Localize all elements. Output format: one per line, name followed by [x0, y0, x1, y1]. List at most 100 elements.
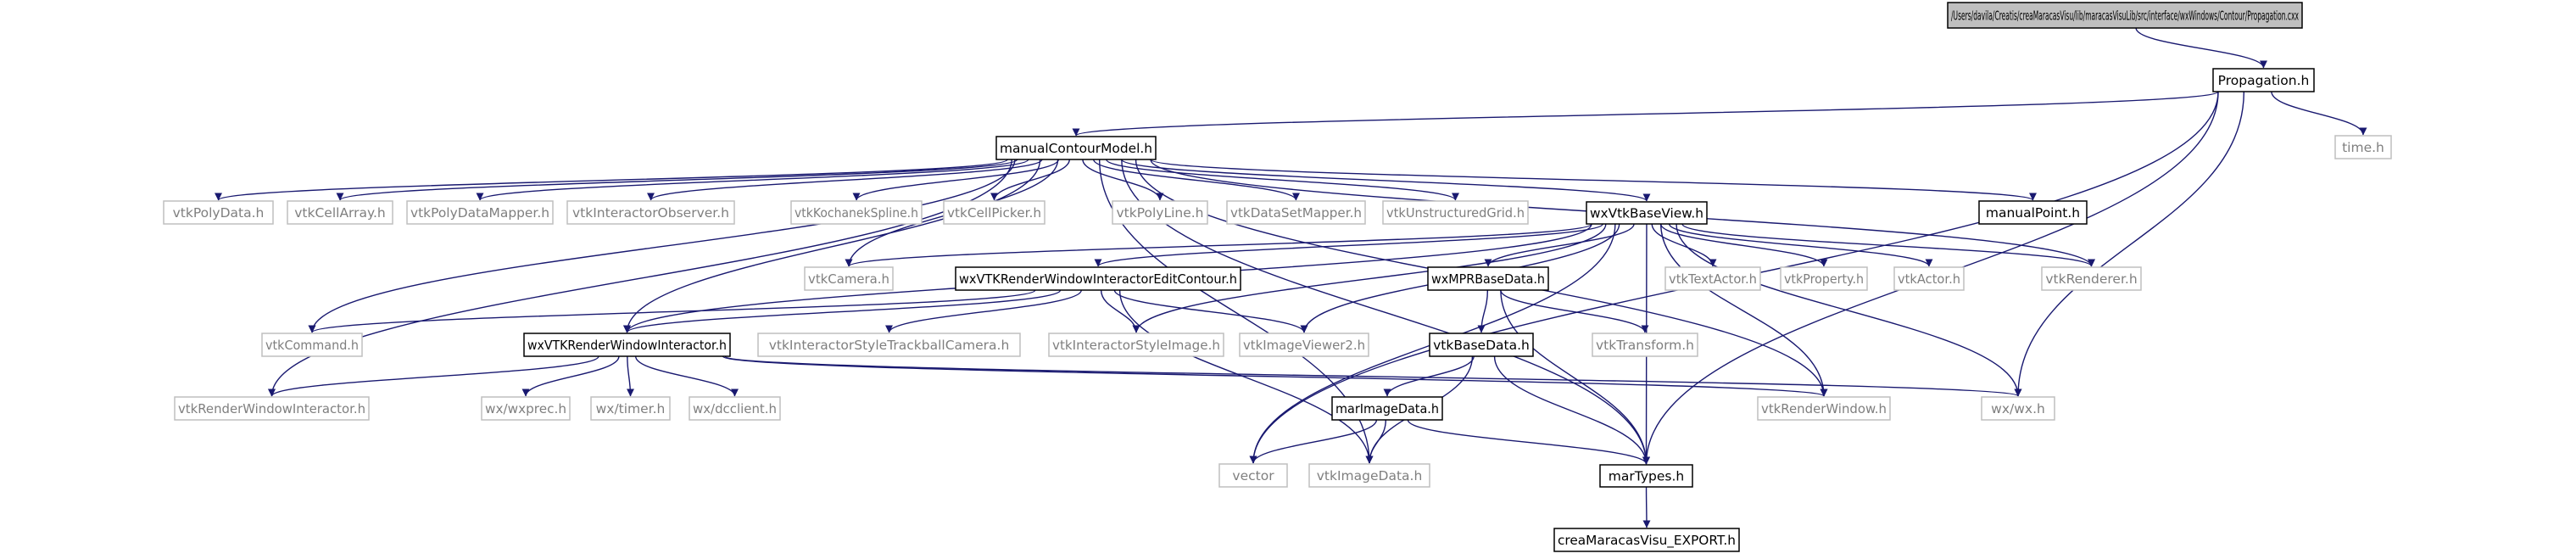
node-box — [406, 200, 554, 225]
node-vtkBaseData[interactable]: vtkBaseData.h — [1429, 333, 1534, 357]
node-box — [1331, 396, 1443, 421]
node-box — [1586, 201, 1708, 225]
node-vtkKochanekSpline: vtkKochanekSpline.h — [790, 200, 923, 225]
node-label: vtkCamera.h — [808, 271, 889, 287]
node-box — [804, 266, 894, 291]
node-box — [757, 333, 1021, 357]
edge-vtkBaseData-to-marTypes — [1493, 355, 1650, 465]
node-box — [1218, 463, 1288, 488]
node-box — [1599, 464, 1693, 488]
node-manualPoint[interactable]: manualPoint.h — [1978, 200, 2088, 225]
node-manualContourModel[interactable]: manualContourModel.h — [995, 136, 1157, 160]
node-wxMPRBaseData[interactable]: wxMPRBaseData.h — [1427, 266, 1549, 291]
edge-wxMPRBaseData-to-marTypes — [1500, 289, 1650, 465]
node-box — [523, 333, 731, 357]
edge-wxVtkBaseView-to-vtkTextActor — [1651, 223, 1717, 267]
edge-manualContourModel-to-wxVTKRWI — [623, 159, 1041, 333]
node-vtkTextActor: vtkTextActor.h — [1664, 266, 1761, 291]
edge-wxVTKRWIEditContour-to-wxVTKRWI — [623, 289, 1062, 333]
node-box — [2041, 266, 2142, 291]
node-label: wx/dcclient.h — [693, 401, 777, 416]
node-root[interactable]: /Users/davila/Creatis/creaMaracasVisu/li… — [1947, 2, 2303, 29]
node-vtkPolyLine: vtkPolyLine.h — [1112, 200, 1208, 225]
node-label: vtkPolyDataMapper.h — [410, 205, 549, 221]
node-label: vtkUnstructuredGrid.h — [1386, 205, 1525, 221]
node-time: time.h — [2334, 135, 2392, 159]
node-label: vtkImageViewer2.h — [1243, 338, 1365, 353]
node-box — [163, 200, 274, 225]
edge-manualContourModel-to-vtkUnstructuredGrid — [1106, 159, 1459, 201]
edge-manualContourModel-to-manualPoint — [1150, 159, 2037, 201]
node-box — [955, 266, 1241, 291]
edge-manualContourModel-to-vtkKochanekSpline — [852, 159, 1059, 201]
node-label: vtkActor.h — [1898, 271, 1960, 287]
edge-propagation-to-time — [2271, 91, 2367, 136]
node-marTypes[interactable]: marTypes.h — [1599, 464, 1693, 488]
node-propagation[interactable]: Propagation.h — [2212, 68, 2315, 92]
node-label: vtkDataSetMapper.h — [1230, 205, 1362, 221]
node-box — [1978, 200, 2088, 225]
node-vtkTransform: vtkTransform.h — [1592, 333, 1698, 357]
node-box — [481, 396, 571, 421]
node-vtkPolyDataMapper: vtkPolyDataMapper.h — [406, 200, 554, 225]
node-box — [2212, 68, 2315, 92]
node-vtkCamera: vtkCamera.h — [804, 266, 894, 291]
node-label: wxMPRBaseData.h — [1431, 271, 1545, 287]
node-wxVTKRWI[interactable]: wxVTKRenderWindowInteractor.h — [523, 333, 731, 357]
node-box — [1382, 200, 1529, 225]
nodes-layer: /Users/davila/Creatis/creaMaracasVisu/li… — [163, 2, 2392, 552]
node-marImageData[interactable]: marImageData.h — [1331, 396, 1443, 421]
node-label: vtkRenderWindow.h — [1761, 401, 1887, 416]
node-vtkRenderer: vtkRenderer.h — [2041, 266, 2142, 291]
node-label: vector — [1232, 468, 1274, 484]
edge-wxVTKRWIEditContour-to-vtkInteractorStyleTrackballCamera — [885, 289, 1082, 333]
node-box — [590, 396, 671, 421]
node-wxVTKRWIEditContour[interactable]: wxVTKRenderWindowInteractorEditContour.h — [955, 266, 1241, 291]
node-box — [1780, 266, 1868, 291]
node-box — [1664, 266, 1761, 291]
edge-wxVtkBaseView-to-vtkRenderWindow — [1660, 223, 1828, 397]
node-vtkActor: vtkActor.h — [1893, 266, 1965, 291]
node-label: manualPoint.h — [1986, 205, 2080, 221]
node-creaMaracasVisuExport[interactable]: creaMaracasVisu_EXPORT.h — [1553, 528, 1740, 552]
edge-wxVTKRWIEditContour-to-vtkInteractorStyleImage — [1100, 289, 1140, 333]
node-label: wx/timer.h — [596, 401, 666, 416]
node-label: vtkTextActor.h — [1669, 271, 1757, 287]
node-box — [1226, 200, 1366, 225]
edge-manualContourModel-to-vtkPolyDataMapper — [476, 159, 1029, 201]
node-box — [1048, 333, 1224, 357]
node-box — [790, 200, 923, 225]
node-box — [1592, 333, 1698, 357]
node-wxdcclient: wx/dcclient.h — [689, 396, 781, 421]
edge-manualContourModel-to-vtkCellPicker — [990, 159, 1070, 201]
edge-wxVTKRWIEditContour-to-vtkCommand — [308, 289, 1036, 333]
node-vtkUnstructuredGrid: vtkUnstructuredGrid.h — [1382, 200, 1529, 225]
edge-wxVtkBaseView-to-wxwx — [1676, 223, 2022, 397]
node-box — [174, 396, 370, 421]
node-label: vtkCellArray.h — [294, 205, 386, 221]
node-box — [1308, 463, 1430, 488]
node-label: marImageData.h — [1335, 401, 1439, 416]
edge-wxVtkBaseView-to-wxMPRBaseData — [1484, 223, 1635, 267]
edge-manualContourModel-to-vtkInteractorObserver — [647, 159, 1043, 201]
node-vtkImageViewer2: vtkImageViewer2.h — [1239, 333, 1369, 357]
node-box — [1112, 200, 1208, 225]
node-label: vtkInteractorStyleTrackballCamera.h — [769, 338, 1010, 353]
node-vtkRenderWindow: vtkRenderWindow.h — [1757, 396, 1891, 421]
node-vtkImageData: vtkImageData.h — [1308, 463, 1430, 488]
edge-wxVTKRWIEditContour-to-vtkImageData — [1118, 289, 1374, 464]
edge-manualContourModel-to-vtkPolyData — [215, 159, 1008, 201]
edge-manualContourModel-to-vtkCommand — [308, 159, 1016, 333]
edge-wxVtkBaseView-to-vtkProperty — [1660, 223, 1828, 267]
node-box — [287, 200, 393, 225]
edge-marImageData-to-marTypes — [1407, 419, 1650, 465]
node-label: vtkTransform.h — [1596, 338, 1694, 353]
node-label: vtkProperty.h — [1784, 271, 1864, 287]
edge-wxVTKRWIEditContour-to-vtkImageViewer2 — [1113, 289, 1308, 333]
edge-propagation-to-wxwx — [2014, 91, 2245, 397]
node-wxVtkBaseView[interactable]: wxVtkBaseView.h — [1586, 201, 1708, 225]
node-label: vtkInteractorStyleImage.h — [1052, 338, 1220, 353]
node-vtkCellPicker: vtkCellPicker.h — [943, 200, 1045, 225]
node-label: /Users/davila/Creatis/creaMaracasVisu/li… — [1951, 8, 2299, 24]
node-box — [1553, 528, 1740, 552]
